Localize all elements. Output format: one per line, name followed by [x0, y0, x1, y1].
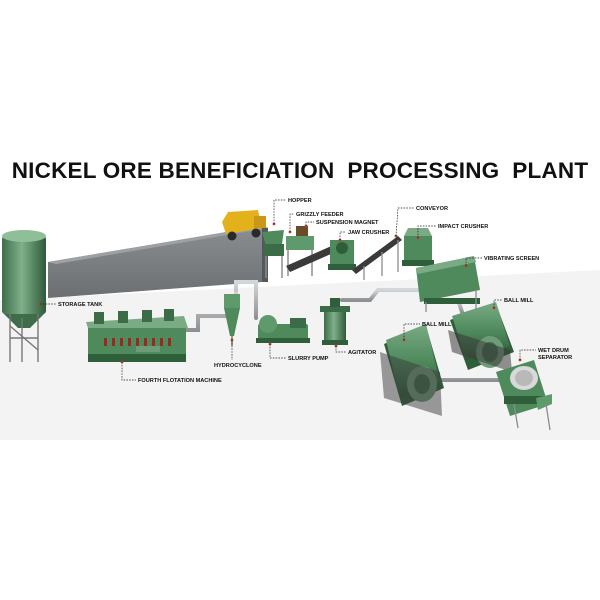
label-impact-crusher: IMPACT CRUSHER	[438, 224, 488, 230]
label-hydrocyclone: HYDROCYCLONE	[214, 363, 262, 369]
label-jaw-crusher: JAW CRUSHER	[348, 230, 389, 236]
flotation-machine	[86, 309, 188, 362]
label-wet-drum: WET DRUM	[538, 348, 569, 354]
callouts: HOPPER GRIZZLY FEEDER SUSPENSION MAGNET …	[38, 198, 572, 384]
ball-mill-right	[448, 302, 514, 372]
wet-drum-separator	[496, 360, 552, 431]
label-separator: SEPARATOR	[538, 355, 572, 361]
label-ball-mill-left: BALL MILL	[422, 322, 452, 328]
crushing-section	[262, 226, 356, 278]
label-fourth-flotation-machine: FOURTH FLOTATION MACHINE	[138, 378, 222, 384]
label-suspension-magnet: SUSPENSION MAGNET	[316, 220, 379, 226]
label-ball-mill-right: BALL MILL	[504, 298, 534, 304]
vibrating-screen	[416, 256, 480, 312]
storage-tank	[2, 230, 46, 362]
impact-crusher	[402, 228, 434, 266]
agitator	[320, 298, 350, 345]
label-conveyor: CONVEYOR	[416, 206, 448, 212]
label-storage-tank: STORAGE TANK	[58, 302, 102, 308]
label-hopper: HOPPER	[288, 198, 312, 204]
label-agitator: AGITATOR	[348, 350, 376, 356]
dump-truck	[222, 210, 266, 241]
label-grizzly-feeder: GRIZZLY FEEDER	[296, 212, 344, 218]
label-slurry-pump: SLURRY PUMP	[288, 356, 329, 362]
ball-mill-left	[380, 324, 444, 416]
conveyor	[352, 236, 402, 280]
label-vibrating-screen: VIBRATING SCREEN	[484, 256, 539, 262]
diagram-title: NICKEL ORE BENEFICIATION PROCESSING PLAN…	[11, 158, 589, 183]
slurry-pump	[256, 315, 310, 343]
